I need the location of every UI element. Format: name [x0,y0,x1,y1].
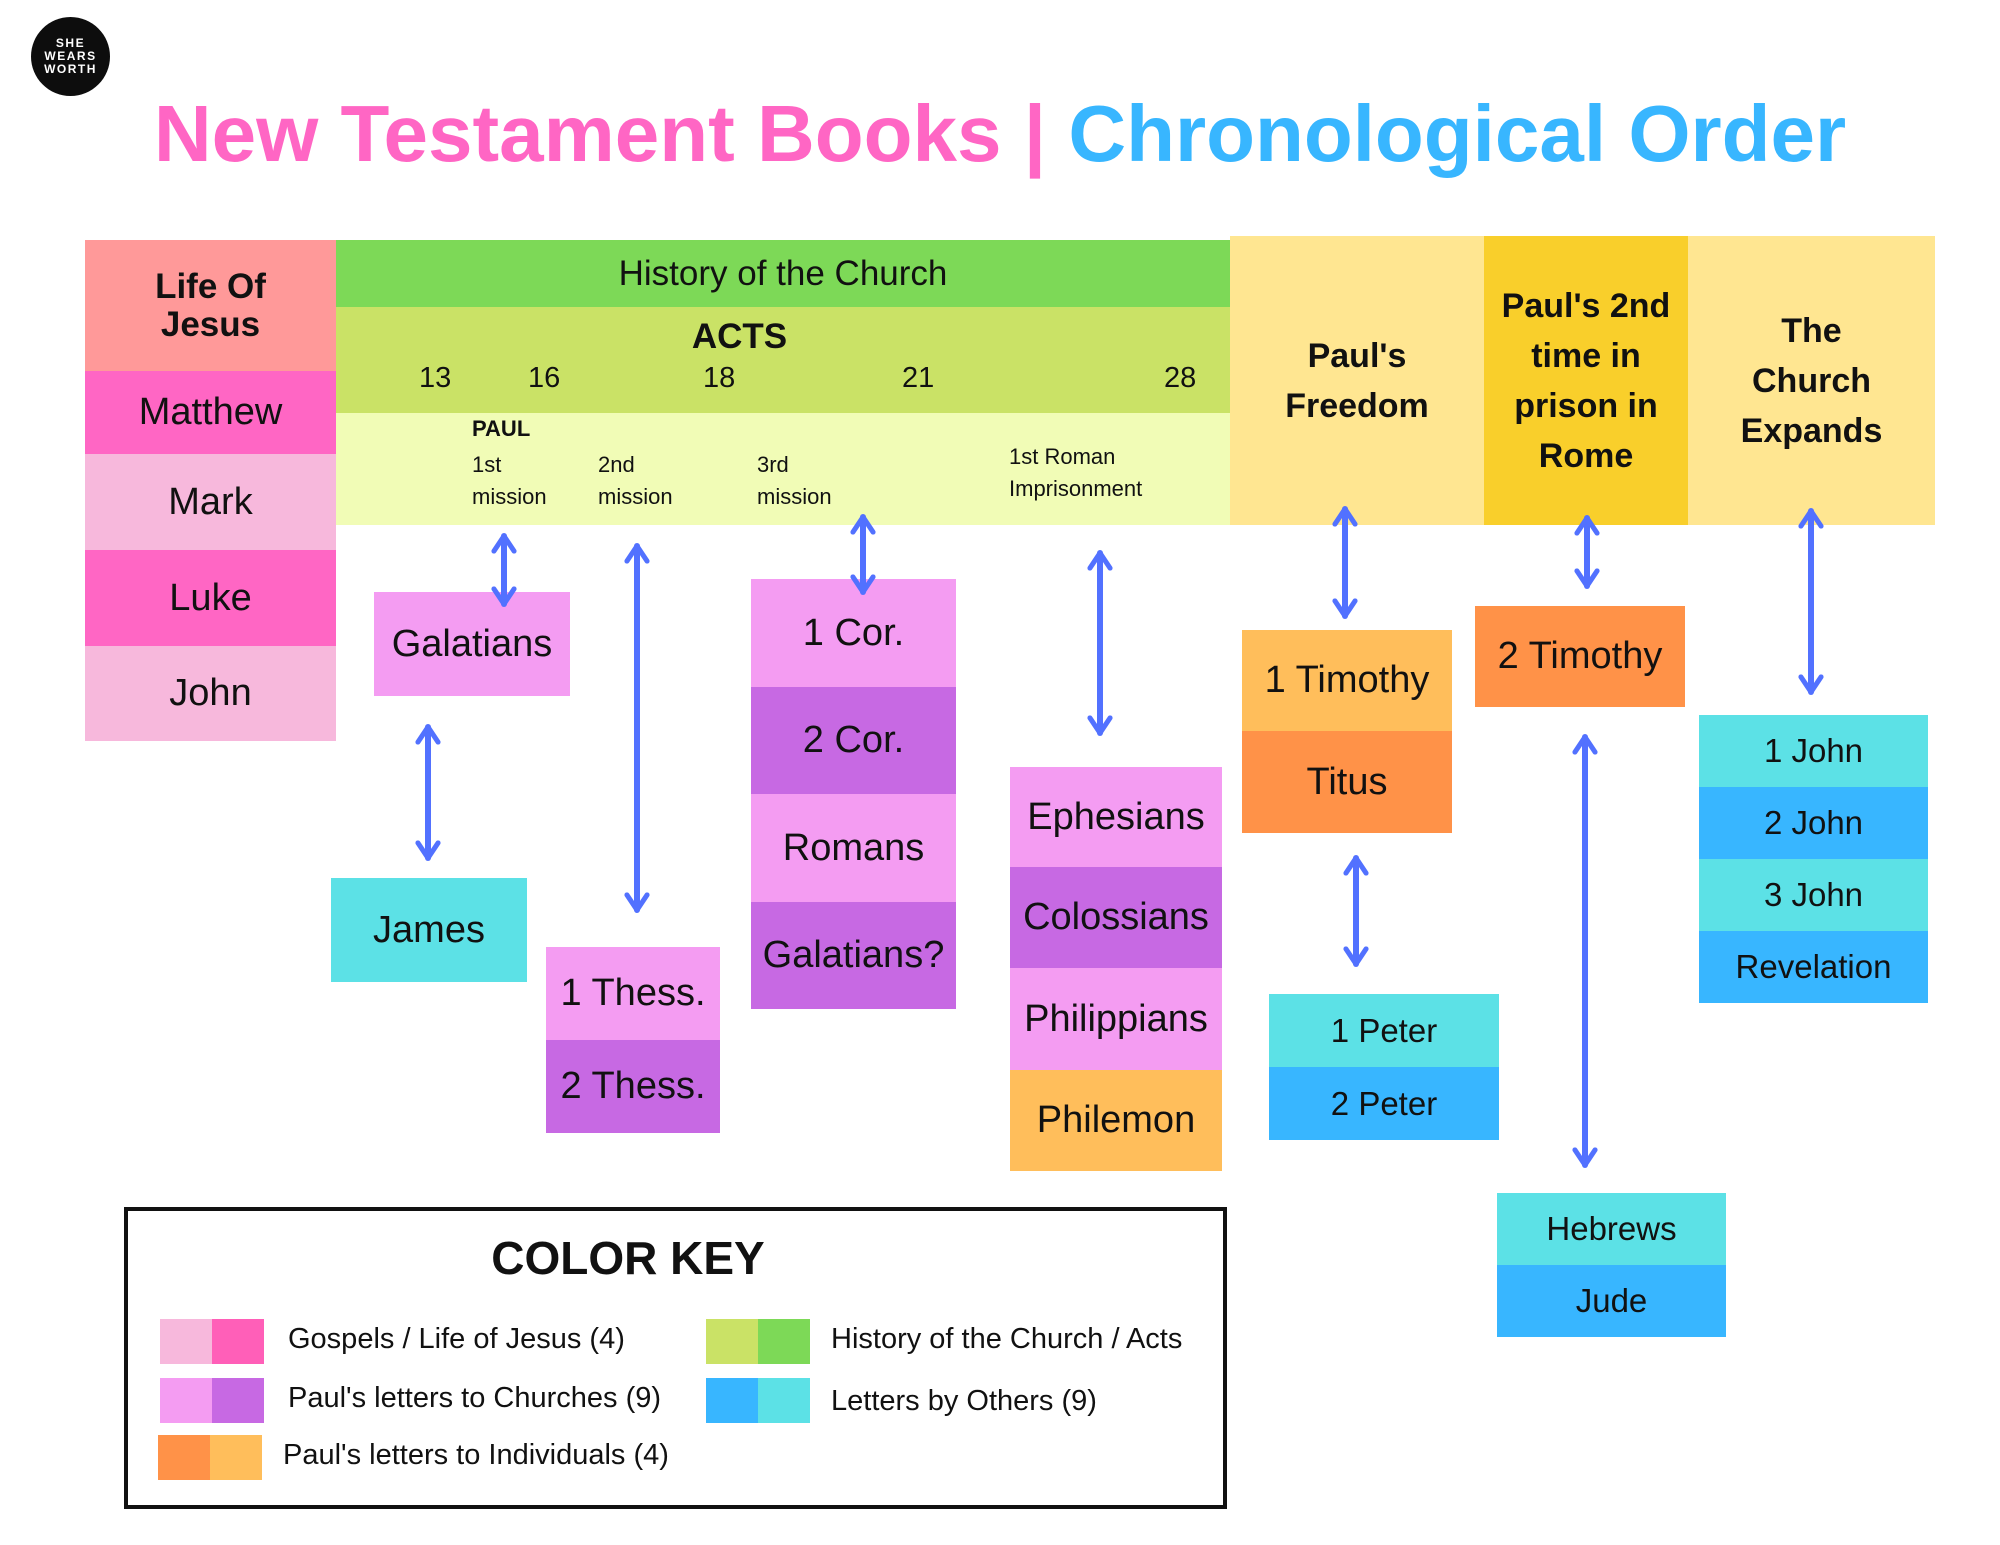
book-2-john: 2 John [1699,787,1928,859]
mission-1: 1st mission [472,449,547,513]
key-label-others: Letters by Others (9) [831,1385,1097,1417]
book-jude: Jude [1497,1265,1726,1337]
swatch-others-dark [706,1378,758,1423]
book-mark: Mark [85,454,336,550]
roman-imprisonment-line-2: Imprisonment [1009,476,1143,501]
acts-chapter-18: 18 [703,362,736,394]
color-key-title: COLOR KEY [491,1232,765,1284]
title-separator: | [1023,89,1047,178]
book-luke: Luke [85,550,336,646]
book-galatians-question: Galatians? [751,902,956,1009]
book-titus: Titus [1242,731,1452,833]
logo-line-2: WEARS [44,49,97,63]
swatch-others-light [758,1378,810,1423]
swatch-acts-dark [758,1319,810,1364]
acts-bar: ACTS [336,307,1230,413]
book-james: James [331,878,527,982]
book-philippians: Philippians [1010,968,1222,1070]
color-key: COLOR KEY Gospels / Life of Jesus (4) Pa… [124,1207,1227,1509]
logo-line-3: WORTH [44,62,97,76]
mission-2-line-2: mission [598,484,673,509]
book-romans: Romans [751,794,956,902]
swatch-church-dark [212,1378,264,1423]
book-philemon: Philemon [1010,1070,1222,1171]
book-galatians: Galatians [374,592,570,696]
gospels-header: Life Of Jesus [85,240,336,371]
logo: SHE WEARS WORTH [31,17,110,96]
book-revelation: Revelation [1699,931,1928,1003]
book-ephesians: Ephesians [1010,767,1222,867]
key-label-acts: History of the Church / Acts [831,1323,1183,1355]
period-second-prison: Paul's 2nd time in prison in Rome [1484,236,1688,525]
swatch-individual-light [210,1435,262,1480]
mission-1-line-2: mission [472,484,547,509]
page-title: New Testament Books | Chronological Orde… [0,88,2000,180]
acts-chapter-13: 13 [419,362,452,394]
book-1-timothy: 1 Timothy [1242,630,1452,731]
period-church-expands: The Church Expands [1688,236,1935,525]
swatch-church-light [160,1378,212,1423]
period-freedom: Paul's Freedom [1230,236,1484,525]
swatch-gospel-light [160,1319,212,1364]
key-label-churches: Paul's letters to Churches (9) [288,1382,662,1414]
roman-imprisonment-line-1: 1st Roman [1009,444,1116,469]
mission-3-line-1: 3rd [757,452,789,477]
swatch-individual-dark [158,1435,210,1480]
logo-line-1: SHE [55,36,86,50]
book-john: John [85,646,336,741]
paul-label: PAUL [472,416,531,441]
swatch-acts-light [706,1319,758,1364]
key-label-individuals: Paul's letters to Individuals (4) [283,1439,669,1471]
book-colossians: Colossians [1010,867,1222,968]
book-2-peter: 2 Peter [1269,1067,1499,1140]
acts-label: ACTS [691,317,788,356]
book-3-john: 3 John [1699,859,1928,931]
book-1-peter: 1 Peter [1269,994,1499,1067]
church-history-header: History of the Church [336,240,1230,307]
book-matthew: Matthew [85,371,336,454]
mission-2-line-1: 2nd [598,452,635,477]
roman-imprisonment: 1st Roman Imprisonment [1009,441,1142,505]
book-1-john: 1 John [1699,715,1928,787]
acts-chapter-16: 16 [528,362,561,394]
swatch-gospel-dark [212,1319,264,1364]
book-hebrews: Hebrews [1497,1193,1726,1265]
title-part-2: Chronological Order [1068,89,1847,178]
key-label-gospels: Gospels / Life of Jesus (4) [288,1323,625,1355]
acts-chapter-28: 28 [1164,362,1197,394]
book-2-cor: 2 Cor. [751,687,956,794]
book-2-thess: 2 Thess. [546,1040,720,1133]
missions-band [336,413,1230,525]
mission-1-line-1: 1st [472,452,502,477]
acts-chapter-21: 21 [902,362,935,394]
book-1-cor: 1 Cor. [751,579,956,687]
mission-3-line-2: mission [757,484,832,509]
mission-3: 3rd mission [757,449,832,513]
book-1-thess: 1 Thess. [546,947,720,1040]
title-part-1: New Testament Books [153,89,1002,178]
mission-2: 2nd mission [598,449,673,513]
book-2-timothy: 2 Timothy [1475,606,1685,707]
